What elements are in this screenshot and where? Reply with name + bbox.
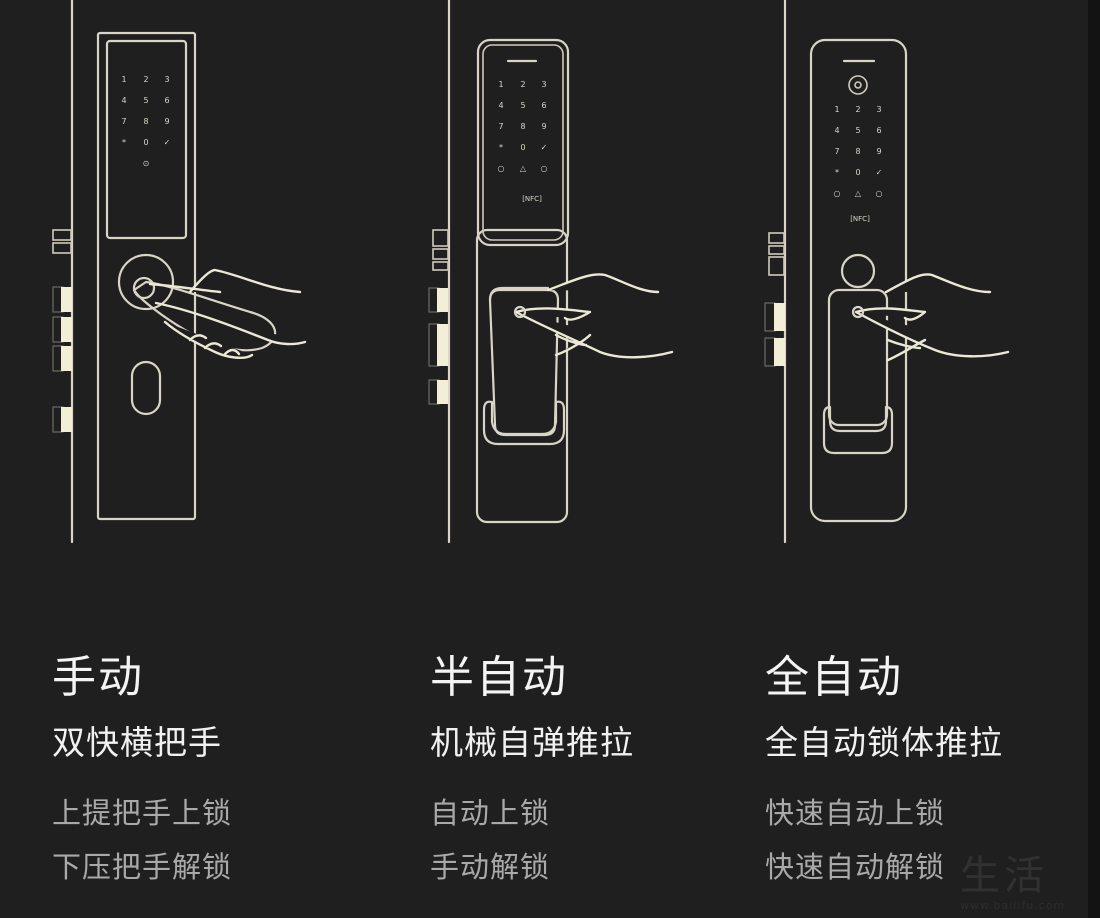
svg-text:*: * <box>499 143 503 152</box>
keypad: 1 2 3 4 5 6 7 8 9 * 0 ✓ ○ △ ○ [NFC] <box>834 105 883 223</box>
svg-text:1: 1 <box>834 105 839 114</box>
svg-text:2: 2 <box>855 105 860 114</box>
full-auto-lock-column: 全自动 全自动锁体推拉 快速自动上锁 快速自动解锁 <box>765 648 1003 894</box>
feature-lock: 上提把手上锁 <box>52 796 233 830</box>
svg-text:2: 2 <box>520 80 525 89</box>
svg-text:✓: ✓ <box>164 138 171 147</box>
svg-text:5: 5 <box>855 126 860 135</box>
mode-title: 全自动 <box>765 652 903 703</box>
svg-text:9: 9 <box>876 147 881 156</box>
svg-text:△: △ <box>520 164 527 173</box>
svg-text:[NFC]: [NFC] <box>850 215 870 223</box>
feature-unlock: 手动解锁 <box>430 850 551 884</box>
right-edge-shade <box>1088 0 1100 918</box>
watermark-text: 生活 <box>960 853 1048 899</box>
svg-text:6: 6 <box>876 126 881 135</box>
svg-text:8: 8 <box>520 122 525 131</box>
semi-auto-lock-illustration: 1 2 3 4 5 6 7 8 9 * 0 ✓ ○ △ ○ [NFC] <box>428 0 674 544</box>
mode-subtitle: 全自动锁体推拉 <box>765 723 1003 762</box>
svg-text:4: 4 <box>121 96 126 105</box>
svg-text:*: * <box>835 168 839 177</box>
semi-auto-lock-column: 半自动 机械自弹推拉 自动上锁 手动解锁 <box>430 648 634 894</box>
svg-text:0: 0 <box>855 168 860 177</box>
svg-text:3: 3 <box>164 75 169 84</box>
svg-text:1: 1 <box>498 80 503 89</box>
feature-lock: 自动上锁 <box>430 796 551 830</box>
keypad: 1 2 3 4 5 6 7 8 9 * 0 ✓ ⊙ <box>121 75 170 168</box>
bolt-icon <box>428 287 448 405</box>
svg-text:○: ○ <box>876 189 883 198</box>
svg-text:7: 7 <box>498 122 503 131</box>
svg-text:9: 9 <box>541 122 546 131</box>
feature-list: 自动上锁 手动解锁 <box>430 786 634 894</box>
bolt-icon <box>52 286 72 433</box>
full-auto-lock-illustration: 1 2 3 4 5 6 7 8 9 * 0 ✓ ○ △ ○ [NFC] <box>764 0 1010 544</box>
svg-text:0: 0 <box>520 143 525 152</box>
mode-title: 半自动 <box>430 652 568 703</box>
svg-text:4: 4 <box>498 101 503 110</box>
mode-subtitle: 双快横把手 <box>52 723 222 762</box>
svg-text:6: 6 <box>541 101 546 110</box>
feature-unlock: 快速自动解锁 <box>765 850 946 884</box>
watermark: 生活 www.bailifu.com <box>960 852 1088 914</box>
feature-lock: 快速自动上锁 <box>765 796 946 830</box>
svg-text:5: 5 <box>143 96 148 105</box>
svg-text:⊙: ⊙ <box>143 159 150 168</box>
feature-list: 上提把手上锁 下压把手解锁 <box>52 786 232 894</box>
svg-text:3: 3 <box>876 105 881 114</box>
svg-text:8: 8 <box>855 147 860 156</box>
bolt-icon <box>764 302 785 367</box>
svg-text:2: 2 <box>143 75 148 84</box>
manual-lock-column: 手动 双快横把手 上提把手上锁 下压把手解锁 <box>52 648 232 894</box>
watermark-url: www.bailifu.com <box>960 899 1066 912</box>
mode-title: 手动 <box>52 652 144 703</box>
lock-illustrations: .ln { fill: none; stroke: #d8d4c6; strok… <box>52 0 1010 544</box>
svg-text:9: 9 <box>164 117 169 126</box>
svg-text:5: 5 <box>520 101 525 110</box>
svg-text:○: ○ <box>541 164 548 173</box>
svg-text:3: 3 <box>541 80 546 89</box>
svg-text:*: * <box>122 138 126 147</box>
keypad: 1 2 3 4 5 6 7 8 9 * 0 ✓ ○ △ ○ [NFC] <box>498 80 548 203</box>
svg-text:[NFC]: [NFC] <box>522 195 542 203</box>
svg-text:△: △ <box>855 189 862 198</box>
svg-text:✓: ✓ <box>876 168 883 177</box>
svg-text:6: 6 <box>164 96 169 105</box>
svg-text:1: 1 <box>121 75 126 84</box>
manual-lock-illustration: 1 2 3 4 5 6 7 8 9 * 0 ✓ ⊙ <box>52 0 307 544</box>
svg-text:8: 8 <box>143 117 148 126</box>
feature-list: 快速自动上锁 快速自动解锁 <box>765 786 1003 894</box>
mode-subtitle: 机械自弹推拉 <box>430 723 634 762</box>
svg-text:0: 0 <box>143 138 148 147</box>
svg-text:7: 7 <box>121 117 126 126</box>
svg-text:✓: ✓ <box>541 143 548 152</box>
svg-text:7: 7 <box>834 147 839 156</box>
svg-text:4: 4 <box>834 126 839 135</box>
svg-text:○: ○ <box>834 189 841 198</box>
svg-text:○: ○ <box>498 164 505 173</box>
feature-unlock: 下压把手解锁 <box>52 850 233 884</box>
